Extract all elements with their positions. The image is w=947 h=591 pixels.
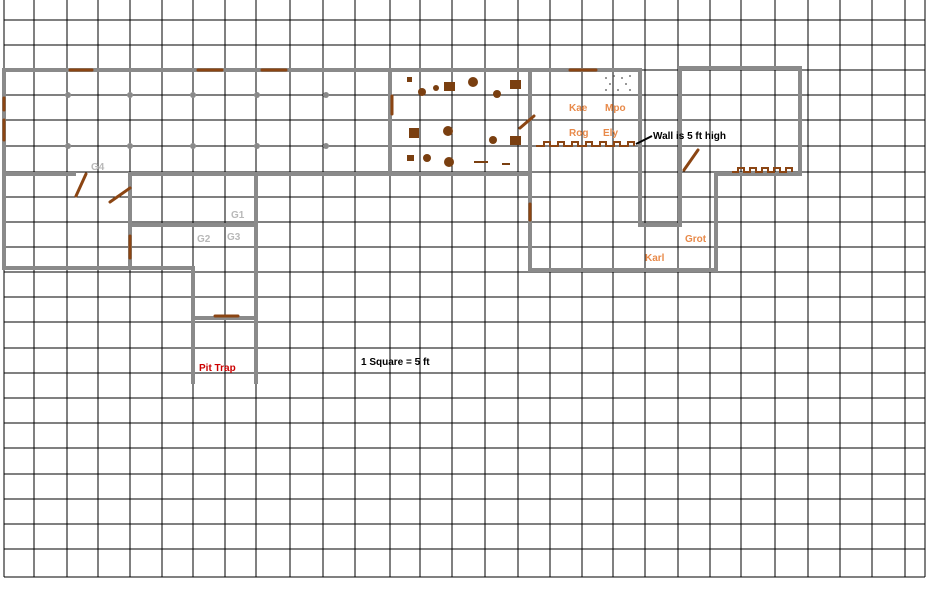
dots bbox=[605, 75, 631, 91]
pillar bbox=[127, 92, 133, 98]
crate bbox=[407, 77, 412, 82]
pillars bbox=[65, 92, 329, 149]
label-g1: G1 bbox=[231, 210, 245, 221]
low-wall bbox=[536, 141, 635, 147]
pillar bbox=[65, 92, 71, 98]
label-rog: Rog bbox=[569, 128, 588, 139]
barrel bbox=[468, 77, 478, 87]
pillar bbox=[190, 92, 196, 98]
label-ely: Ely bbox=[603, 128, 618, 139]
pillar bbox=[323, 143, 329, 149]
barrel bbox=[423, 154, 431, 162]
label-grot: Grot bbox=[685, 234, 707, 245]
barrel bbox=[444, 157, 454, 167]
wall-note-pointer bbox=[635, 135, 653, 145]
grid-lines bbox=[3, 0, 926, 578]
wall-east-room bbox=[528, 66, 802, 272]
pillar bbox=[254, 143, 260, 149]
crate bbox=[510, 136, 521, 145]
label-g2: G2 bbox=[197, 234, 211, 245]
pillar bbox=[190, 143, 196, 149]
bench bbox=[502, 163, 510, 165]
doors bbox=[2, 68, 700, 318]
label-kae: Kae bbox=[569, 103, 588, 114]
label-mpo: Mpo bbox=[605, 103, 626, 114]
furniture bbox=[407, 77, 521, 167]
pillar bbox=[254, 92, 260, 98]
barrel bbox=[418, 88, 426, 96]
crate bbox=[444, 82, 455, 91]
pillar bbox=[65, 143, 71, 149]
label-scale: 1 Square = 5 ft bbox=[361, 357, 430, 368]
label-g3: G3 bbox=[227, 232, 241, 243]
pillar bbox=[127, 143, 133, 149]
low-wall bbox=[732, 167, 793, 173]
pillar bbox=[323, 92, 329, 98]
bench bbox=[474, 161, 488, 163]
door bbox=[108, 186, 132, 204]
barrel bbox=[493, 90, 501, 98]
door bbox=[518, 114, 536, 130]
door bbox=[682, 148, 700, 172]
low-walls bbox=[536, 141, 793, 173]
crate bbox=[510, 80, 521, 89]
door bbox=[74, 172, 88, 198]
label-pit-trap: Pit Trap bbox=[199, 363, 236, 374]
label-wall-note: Wall is 5 ft high bbox=[653, 131, 726, 142]
barrel bbox=[489, 136, 497, 144]
barrel bbox=[443, 126, 453, 136]
crate bbox=[407, 155, 414, 161]
label-karl: Karl bbox=[645, 253, 665, 264]
label-g4: G4 bbox=[91, 162, 105, 173]
barrel bbox=[433, 85, 439, 91]
crate bbox=[409, 128, 419, 138]
